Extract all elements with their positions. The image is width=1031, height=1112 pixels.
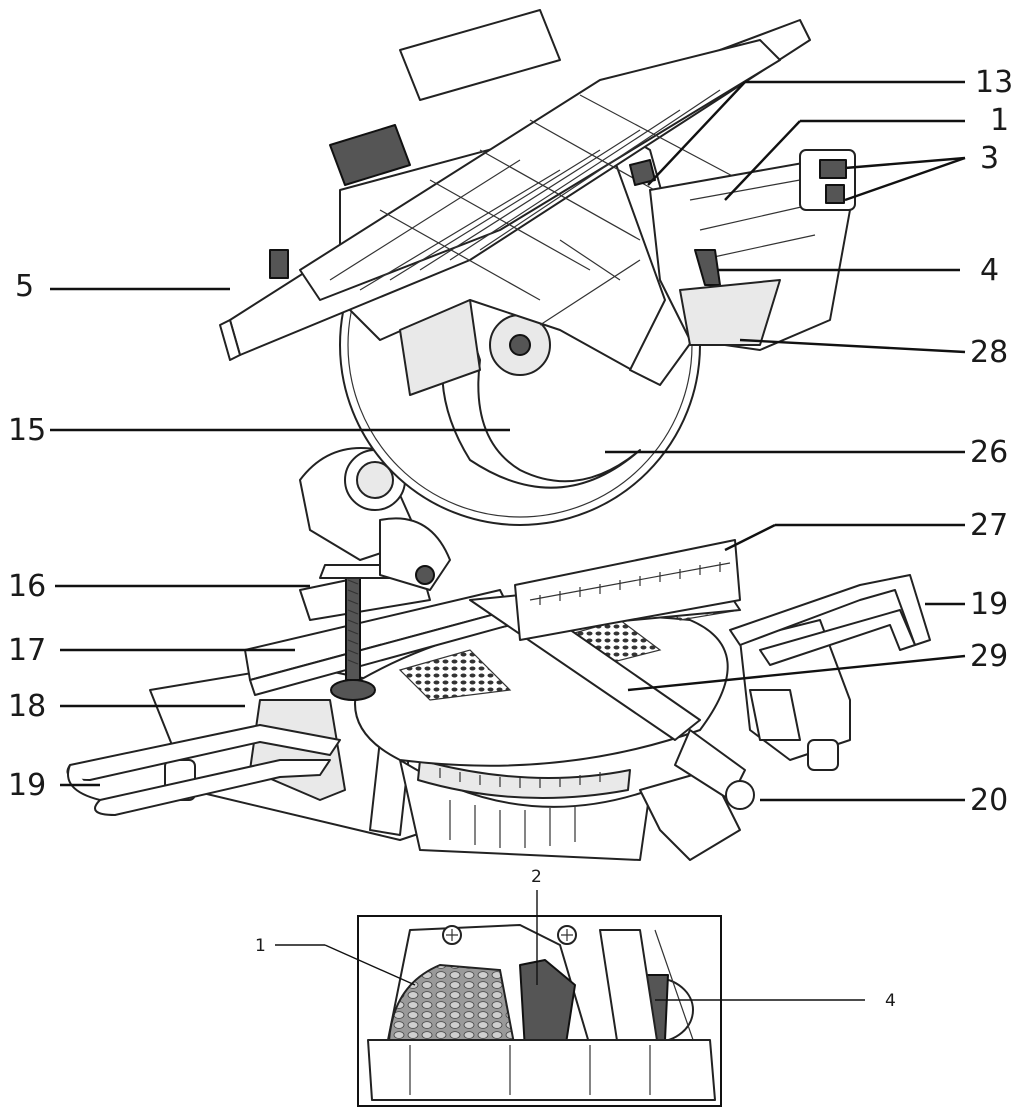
callout-group: 13 1 3 5 4 28 15 26 27 16 19 17 29 18 19 xyxy=(8,65,1013,818)
fence-ruler xyxy=(514,539,741,641)
callout-5: 5 xyxy=(15,269,34,304)
leader-27 xyxy=(724,523,776,552)
callout-20: 20 xyxy=(970,783,1008,818)
leader-3b xyxy=(844,156,966,202)
callout-28: 28 xyxy=(970,335,1008,370)
leader-13 xyxy=(647,81,746,186)
callout-17: 17 xyxy=(8,633,46,668)
handle-detail-inset xyxy=(357,915,722,1107)
leader-3a xyxy=(844,156,966,170)
upper-table xyxy=(219,19,811,361)
inset-callout-2: 2 xyxy=(531,867,542,887)
leader-28 xyxy=(739,338,966,354)
leader-29 xyxy=(627,654,966,692)
callout-16: 16 xyxy=(8,569,46,604)
callout-19-left: 19 xyxy=(8,768,46,803)
callout-15: 15 xyxy=(8,413,46,448)
callout-13: 13 xyxy=(975,65,1013,100)
callout-26: 26 xyxy=(970,435,1008,470)
bevel-lock-handle xyxy=(639,729,755,861)
pivot-column xyxy=(299,447,451,591)
leader-1 xyxy=(724,120,801,201)
extension-support-right xyxy=(729,574,931,666)
saw-illustration xyxy=(66,9,931,861)
callout-19-right: 19 xyxy=(970,587,1008,622)
inset-callout-4: 4 xyxy=(885,991,896,1011)
callout-27: 27 xyxy=(970,508,1008,543)
upper-guard xyxy=(339,119,701,396)
inset-leader-1b xyxy=(324,944,416,986)
inset-callout-1: 1 xyxy=(255,936,266,956)
callout-18: 18 xyxy=(8,689,46,724)
callout-1: 1 xyxy=(990,103,1009,138)
dust-port xyxy=(329,9,561,186)
callout-3: 3 xyxy=(980,141,999,176)
callout-29: 29 xyxy=(970,639,1008,674)
motor-handle xyxy=(629,149,856,351)
callout-4: 4 xyxy=(980,253,999,288)
extension-support-left xyxy=(66,724,341,816)
inset-callouts: 1 2 4 xyxy=(255,867,896,1011)
